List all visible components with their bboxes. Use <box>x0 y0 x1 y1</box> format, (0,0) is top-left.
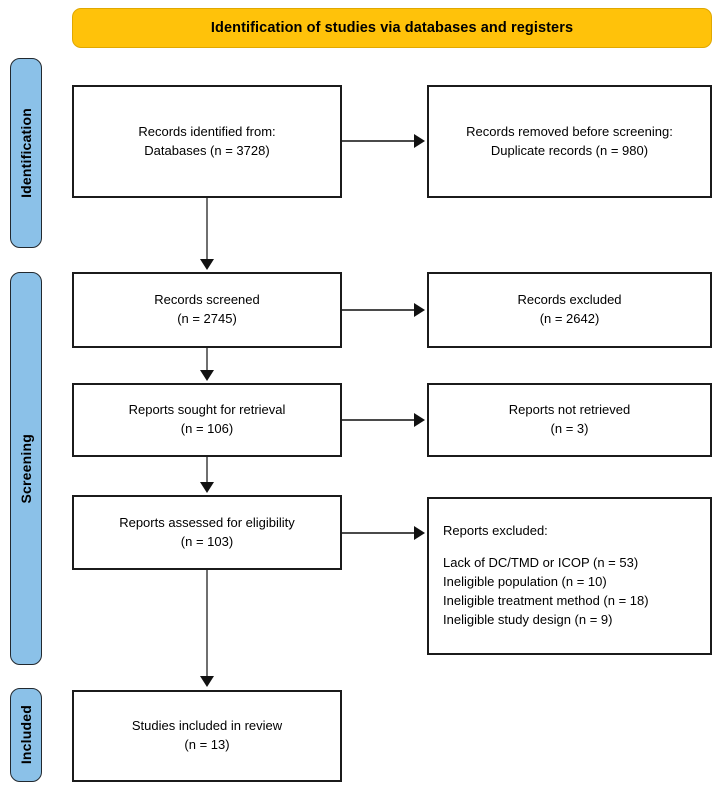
node-records-identified-line2: Databases (n = 3728) <box>144 142 270 158</box>
exclusion-reason: Ineligible treatment method (n = 18) <box>443 592 649 608</box>
node-reports-assessed-line2: (n = 103) <box>180 533 234 549</box>
node-records-screened: Records screened (n = 2745) <box>72 272 342 348</box>
connector-identified-to-screened <box>206 198 208 261</box>
stage-band-included: Included <box>10 688 42 782</box>
stage-band-screening-label: Screening <box>18 433 34 504</box>
node-reports-not-retrieved: Reports not retrieved (n = 3) <box>427 383 712 457</box>
node-records-excluded-line2: (n = 2642) <box>539 311 600 326</box>
node-reports-not-retrieved-line1: Reports not retrieved <box>508 402 631 418</box>
connector-assessed-to-reports-excluded <box>342 532 416 534</box>
exclusion-reason: Ineligible study design (n = 9) <box>443 611 613 627</box>
arrowhead-right-icon <box>414 134 425 148</box>
stage-band-identification-label: Identification <box>18 108 34 198</box>
arrowhead-down-icon <box>200 259 214 270</box>
connector-identified-to-removed <box>342 140 416 142</box>
node-reports-not-retrieved-line2: (n = 3) <box>550 421 589 436</box>
node-records-removed: Records removed before screening: Duplic… <box>427 85 712 198</box>
stage-band-screening: Screening <box>10 272 42 665</box>
arrowhead-down-icon <box>200 482 214 493</box>
connector-sought-to-not-retrieved <box>342 419 416 421</box>
node-reports-excluded-reason-list: Lack of DC/TMD or ICOP (n = 53) Ineligib… <box>443 554 649 629</box>
connector-assessed-to-included <box>206 570 208 678</box>
arrowhead-right-icon <box>414 413 425 427</box>
node-reports-excluded: Reports excluded: Lack of DC/TMD or ICOP… <box>427 497 712 655</box>
node-reports-sought-line1: Reports sought for retrieval <box>128 402 286 418</box>
connector-sought-to-assessed <box>206 457 208 484</box>
node-reports-assessed: Reports assessed for eligibility (n = 10… <box>72 495 342 570</box>
node-records-screened-line2: (n = 2745) <box>177 311 237 326</box>
node-records-identified: Records identified from: Databases (n = … <box>72 85 342 198</box>
node-studies-included-line1: Studies included in review <box>131 718 283 734</box>
node-studies-included-line2: (n = 13) <box>184 737 230 752</box>
connector-screened-to-sought <box>206 348 208 372</box>
node-records-screened-line1: Records screened <box>154 292 260 308</box>
exclusion-reason: Lack of DC/TMD or ICOP (n = 53) <box>443 555 639 571</box>
banner-title: Identification of studies via databases … <box>210 20 574 36</box>
node-reports-assessed-line1: Reports assessed for eligibility <box>119 514 295 530</box>
exclusion-reason: Ineligible population (n = 10) <box>443 574 607 590</box>
arrowhead-down-icon <box>200 676 214 687</box>
node-records-excluded: Records excluded (n = 2642) <box>427 272 712 348</box>
node-reports-excluded-title: Reports excluded: <box>443 523 548 539</box>
arrowhead-right-icon <box>414 303 425 317</box>
stage-band-included-label: Included <box>18 705 34 765</box>
arrowhead-right-icon <box>414 526 425 540</box>
node-records-excluded-line1: Records excluded <box>517 292 622 308</box>
arrowhead-down-icon <box>200 370 214 381</box>
node-studies-included: Studies included in review (n = 13) <box>72 690 342 782</box>
node-reports-sought-line2: (n = 106) <box>180 421 234 436</box>
node-records-removed-line1: Records removed before screening: <box>466 123 673 139</box>
node-records-identified-line1: Records identified from: <box>138 123 276 139</box>
node-reports-sought: Reports sought for retrieval (n = 106) <box>72 383 342 457</box>
node-records-removed-line2: Duplicate records (n = 980) <box>490 142 649 158</box>
connector-screened-to-excluded <box>342 309 416 311</box>
diagram-header-banner: Identification of studies via databases … <box>72 8 712 48</box>
stage-band-identification: Identification <box>10 58 42 248</box>
